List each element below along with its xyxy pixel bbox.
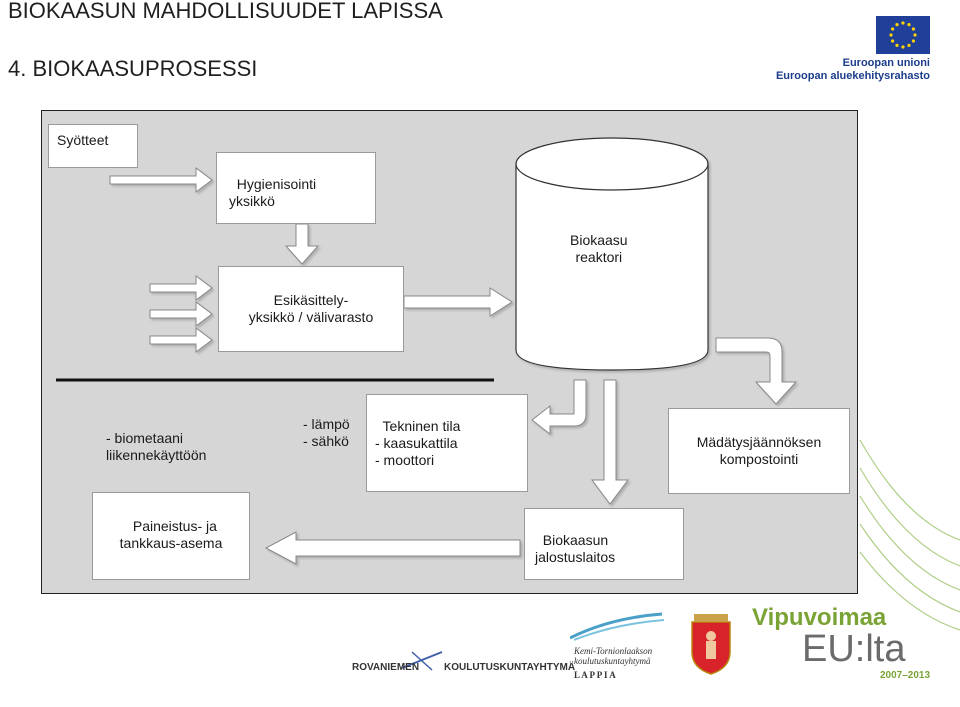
technical-room-label: Tekninen tila - kaasukattila - moottori xyxy=(375,418,461,468)
lapland-coat-of-arms-icon xyxy=(688,612,734,676)
eu-line1: Euroopan unioni xyxy=(842,57,930,69)
rovaniemi-logo: ROVANIEMEN KOULUTUSKUNTAYHTYMÄ xyxy=(352,650,575,674)
vipu-line1: Vipuvoimaa xyxy=(752,604,887,631)
arrow-down-upgrading xyxy=(591,379,629,505)
feed-box: Syötteet xyxy=(48,124,138,168)
arrow-inlet-2 xyxy=(149,275,213,301)
vipuvoimaa-logo: Vipuvoimaa EU:lta 2007–2013 xyxy=(752,604,942,684)
digestate-label: Mädätysjäännöksen kompostointi xyxy=(696,434,822,467)
arrow-bent-technical xyxy=(531,379,587,436)
hygienisation-box: Hygienisointi yksikkö xyxy=(216,152,376,224)
rovaniemi-org1: ROVANIEMEN xyxy=(352,662,420,673)
vipu-years: 2007–2013 xyxy=(880,670,931,681)
kemi-line1: Kemi-Tornionlaakson xyxy=(574,646,653,656)
eu-line2: Euroopan aluekehitysrahasto xyxy=(775,70,930,82)
vipu-line2: EU:lta xyxy=(802,628,906,670)
reactor-cylinder xyxy=(515,137,709,371)
arrow-inlet-1 xyxy=(109,167,213,193)
reactor-label: Biokaasu reaktori xyxy=(570,232,628,265)
pressure-station-label: Paineistus- ja tankkaus-asema xyxy=(119,518,223,551)
page-subtitle: 4. BIOKAASUPROSESSI xyxy=(8,56,258,81)
kemi-logo: Kemi-Tornionlaakson koulutuskuntayhtymä … xyxy=(570,612,670,682)
page-title: BIOKAASUN MAHDOLLISUUDET LAPISSA xyxy=(8,0,443,23)
hygienisation-label: Hygienisointi yksikkö xyxy=(229,176,317,209)
biomethane-label: - biometaani liikennekäyttöön xyxy=(106,430,207,463)
arrow-inlet-3 xyxy=(149,301,213,327)
eu-logo-text: Euroopan unioni Euroopan aluekehitysraha… xyxy=(776,57,930,83)
arrow-down-hyg xyxy=(284,223,320,265)
upgrading-plant-box: Biokaasun jalostuslaitos xyxy=(524,508,684,580)
arrow-bent-digestate xyxy=(715,337,798,405)
arrow-inlet-4 xyxy=(149,327,213,353)
arrow-right-pre-1 xyxy=(403,287,513,317)
pressure-station-box: Paineistus- ja tankkaus-asema xyxy=(92,492,250,580)
wave-icon xyxy=(570,612,665,641)
upgrading-plant-label: Biokaasun jalostuslaitos xyxy=(535,532,616,565)
kemi-line2: koulutuskuntayhtymä xyxy=(574,656,651,666)
digestate-box: Mädätysjäännöksen kompostointi xyxy=(668,408,850,494)
pretreatment-box: Esikäsittely- yksikkö / välivarasto xyxy=(218,266,404,352)
heat-power-label: - lämpö - sähkö xyxy=(303,416,350,449)
kemi-line3: L A P P I A xyxy=(574,670,616,680)
arrow-left-pressure xyxy=(264,531,521,565)
rovaniemi-org2: KOULUTUSKUNTAYHTYMÄ xyxy=(444,662,576,673)
technical-room-box: Tekninen tila - kaasukattila - moottori xyxy=(366,394,528,492)
eu-flag-icon xyxy=(876,16,930,54)
pretreatment-label: Esikäsittely- yksikkö / välivarasto xyxy=(248,292,374,325)
star-swoosh-icon xyxy=(401,651,443,671)
feed-label: Syötteet xyxy=(57,132,109,148)
